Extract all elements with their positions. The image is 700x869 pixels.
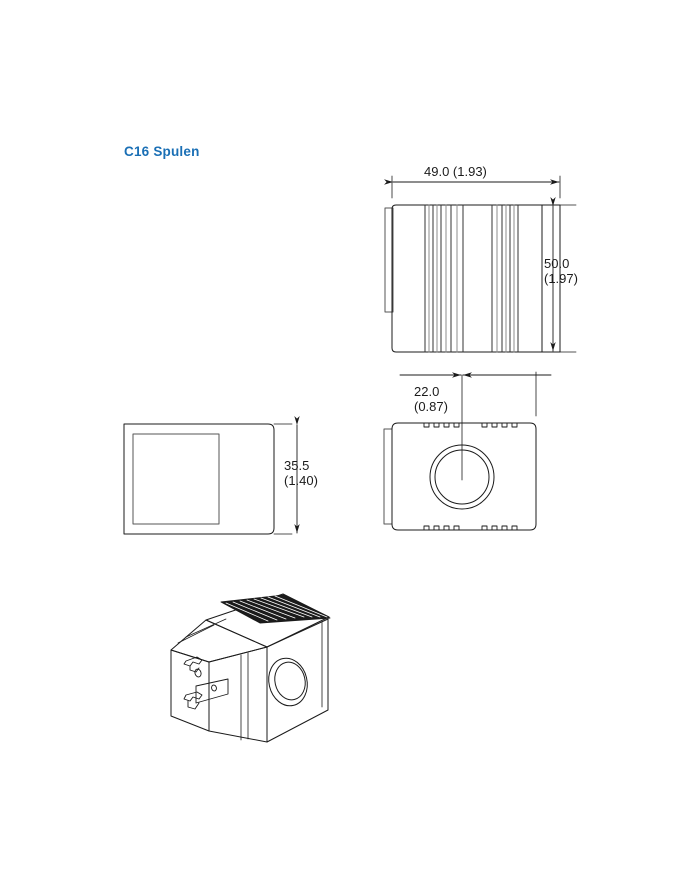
top-view-notches-top-left: [423, 422, 460, 428]
iso-face-seams: [240, 621, 323, 741]
isometric-view: [170, 593, 331, 743]
page-title: C16 Spulen: [124, 144, 200, 159]
iso-terminal-bracket: [195, 678, 229, 704]
dimension-label-bore-inch: (0.87): [414, 399, 448, 414]
side-elevation-view: [123, 416, 300, 535]
top-view-notches-bottom-right: [481, 525, 518, 531]
iso-bore-inner: [274, 661, 306, 701]
side-view-body-outline: [123, 423, 275, 535]
iso-terminal-lower: [183, 691, 203, 710]
top-view-body-outline: [391, 422, 537, 531]
iso-left-shoulder: [170, 619, 268, 663]
front-view-rib-group-right: [491, 204, 519, 353]
dimension-bore: [399, 371, 552, 417]
front-view-body-outline: [391, 204, 561, 353]
top-plan-view: [383, 371, 552, 531]
iso-bore-outer: [268, 657, 308, 707]
front-view-mounting-tab: [384, 207, 394, 313]
dimension-label-width: 49.0 (1.93): [424, 164, 487, 179]
dimension-label-depth-inch: (1.40): [284, 473, 318, 488]
top-view-notches-top-right: [481, 422, 518, 428]
dimension-width: [384, 175, 561, 199]
iso-terminal-screw: [194, 668, 202, 678]
iso-body-front-face: [208, 646, 268, 743]
dimension-height: [550, 197, 577, 353]
top-view-notches-bottom-left: [423, 525, 460, 531]
iso-body-right-face: [266, 618, 329, 743]
dimension-depth: [273, 416, 300, 535]
front-view-rib-group-left: [424, 204, 464, 353]
iso-left-side-face: [170, 649, 210, 732]
iso-terminal-upper: [183, 656, 203, 673]
side-view-inner-recess: [132, 433, 220, 525]
front-elevation-view: [384, 175, 577, 353]
iso-shoulder-contours: [177, 618, 227, 644]
dimension-label-bore-mm: 22.0: [414, 384, 440, 399]
dimension-label-bore: 22.0(0.87): [414, 384, 448, 414]
iso-top-rib-band: [220, 594, 331, 624]
top-view-mounting-tab: [383, 428, 393, 525]
